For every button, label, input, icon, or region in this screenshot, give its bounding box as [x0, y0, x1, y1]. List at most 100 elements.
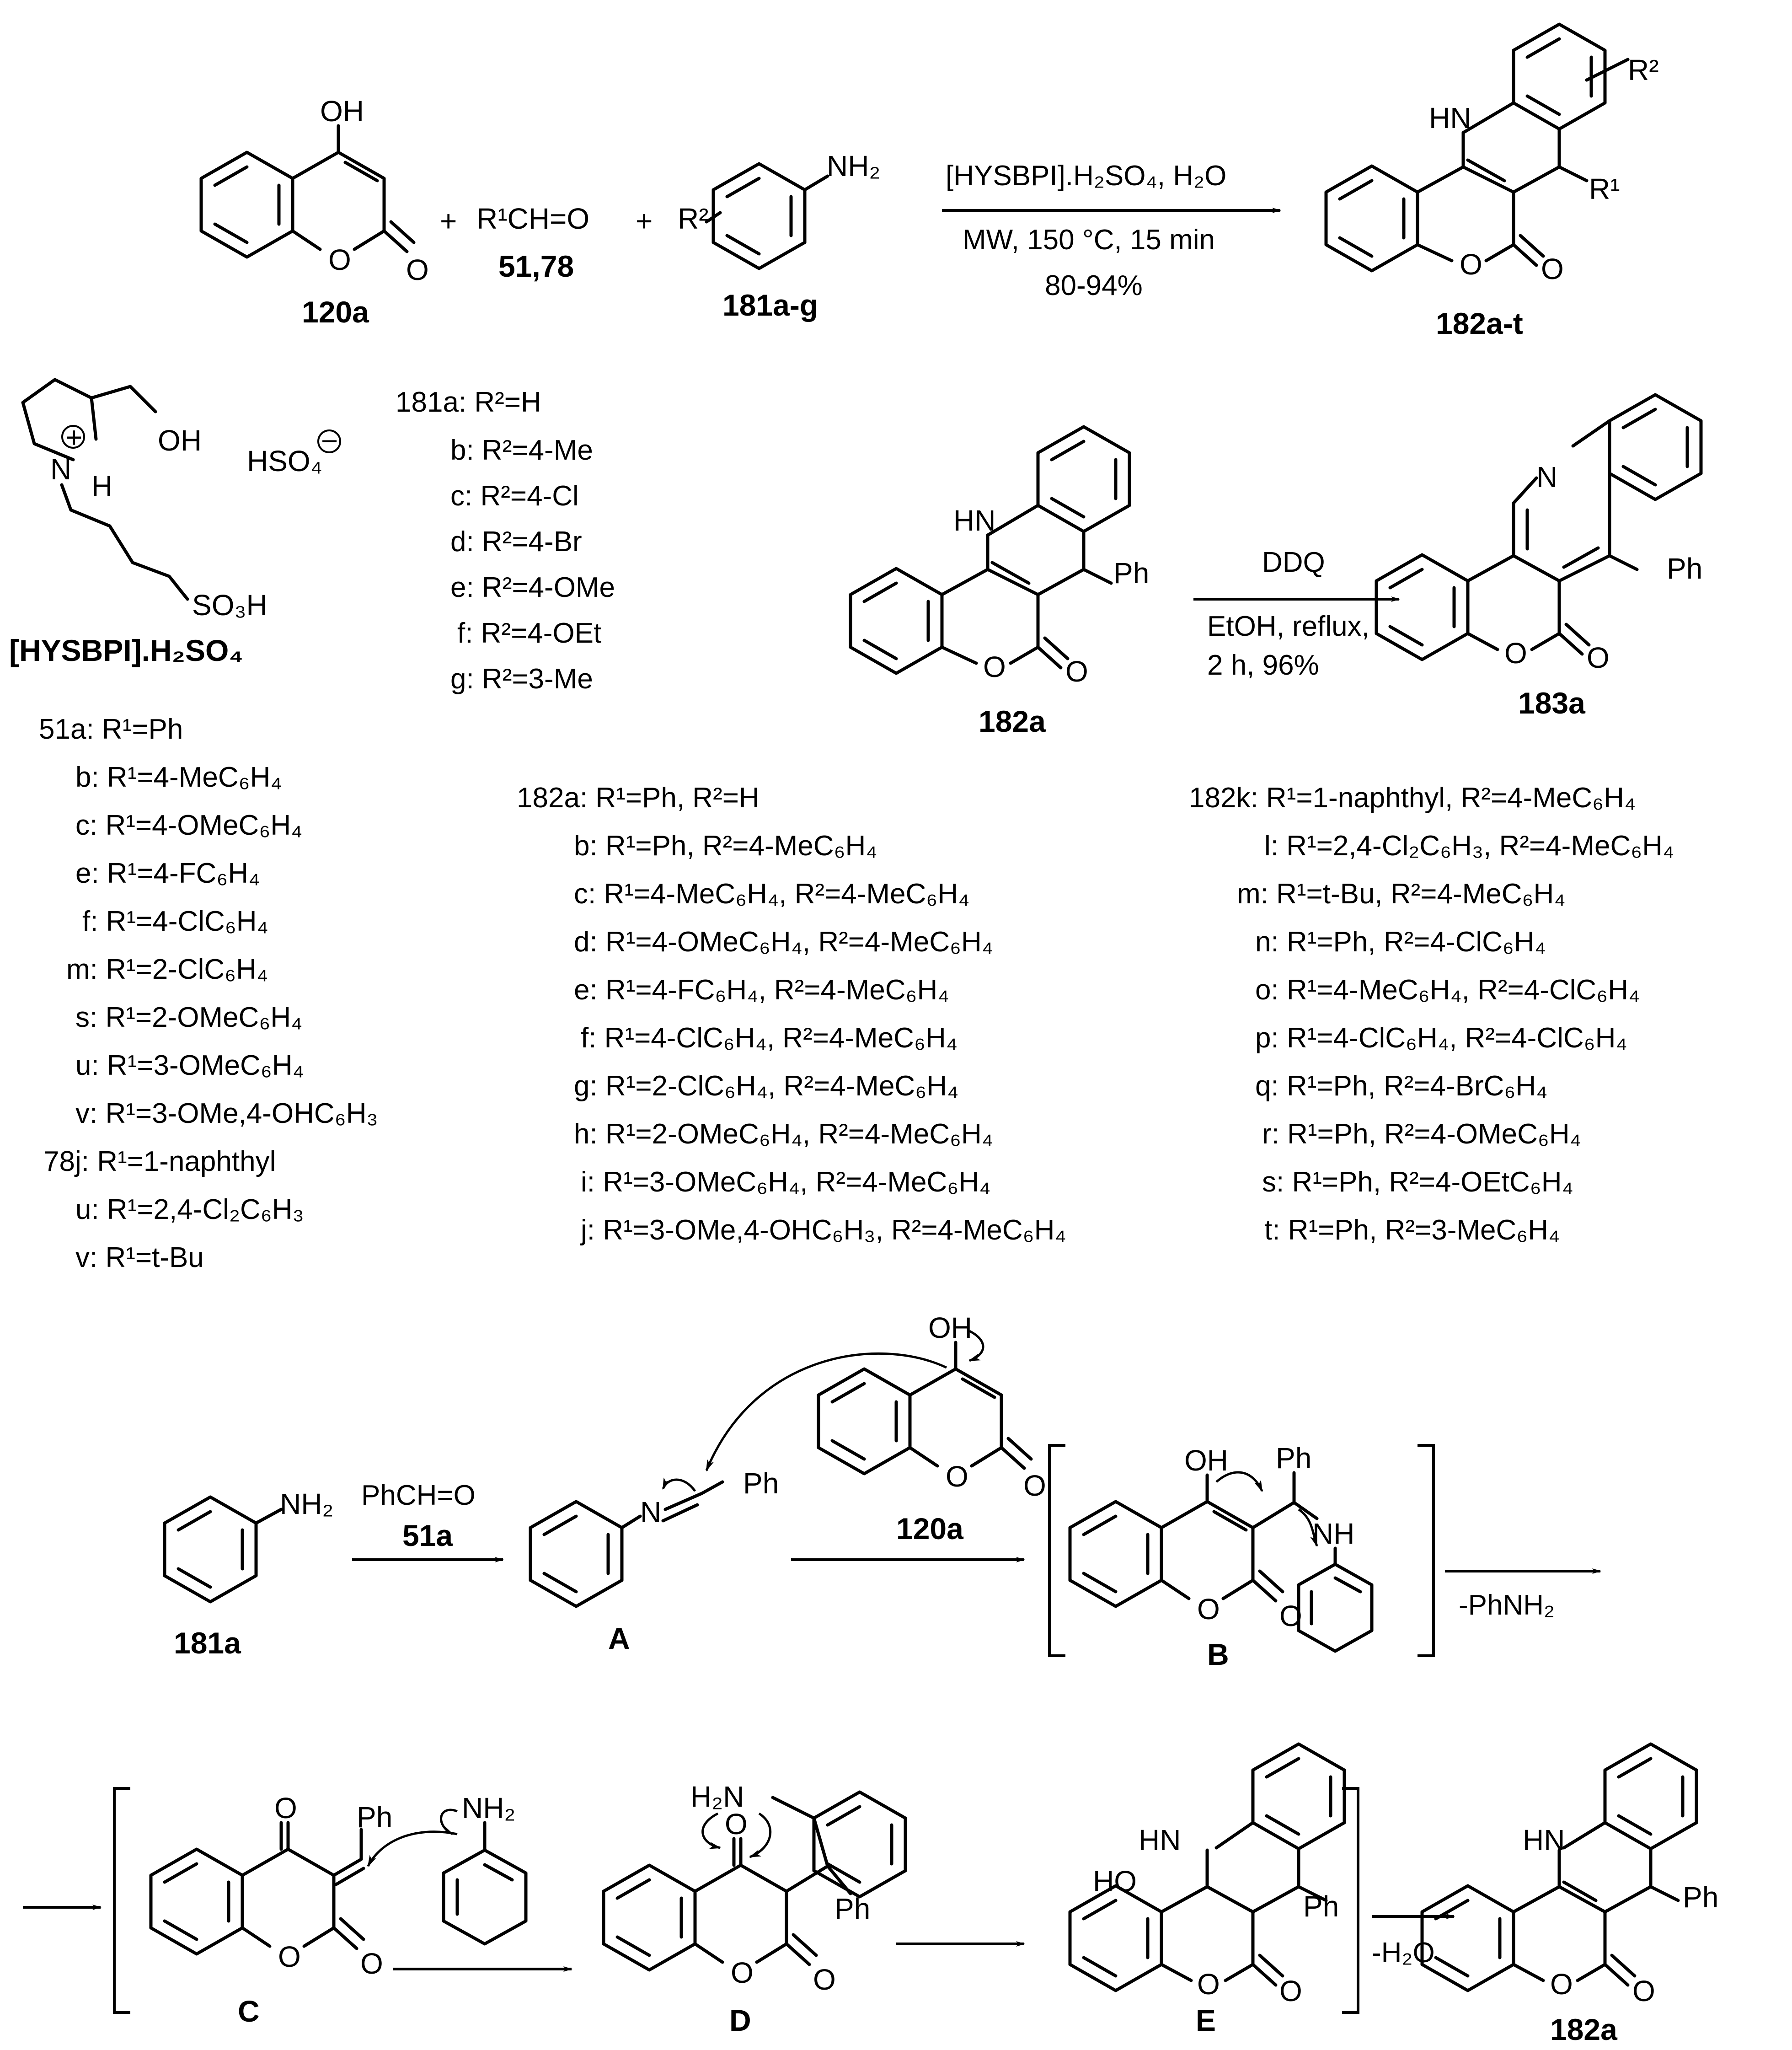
list-181-item: c: R²=4-Cl [450, 480, 579, 512]
list-182k-item: n: R¹=Ph, R²=4-ClC₆H₄ [1255, 926, 1546, 958]
p183-top-ring [1608, 393, 1703, 501]
d-ph: Ph [834, 1892, 870, 1925]
product-pyranone-ring [1416, 165, 1545, 267]
c-ring-o: O [278, 1940, 301, 1973]
c-pyrone-ring [241, 1847, 336, 1948]
compound-id-C: C [238, 1994, 260, 2028]
list-51-78: 51a: R¹=Ph b: R¹=4-MeC₆H₄ c: R¹=4-OMeC₆H… [39, 714, 378, 1273]
b-n-phenyl-ring [1297, 1546, 1374, 1653]
list-182a-item: e: R¹=4-FC₆H₄, R²=4-MeC₆H₄ [574, 974, 949, 1006]
catalyst-so3h: SO₃H [192, 589, 267, 622]
list-51-item: m: R¹=2-ClC₆H₄ [66, 954, 268, 985]
list-182k-item: p: R¹=4-ClC₆H₄, R²=4-ClC₆H₄ [1255, 1022, 1627, 1054]
d-o-top: O [725, 1808, 748, 1841]
d-curly-arrow-1 [701, 1812, 722, 1849]
catalyst-hso4: HSO₄ [247, 445, 322, 478]
list-181-item: b: R²=4-Me [450, 435, 593, 466]
list-182a-item: i: R¹=3-OMeC₆H₄, R²=4-MeC₆H₄ [581, 1166, 990, 1198]
mech-intermediate-C: O Ph O O C [113, 1787, 392, 2028]
f-middle-ring [1557, 1821, 1653, 1914]
pyrone-ring [291, 150, 386, 251]
mech-intermediate-B: OH Ph NH O O B [1048, 1442, 1435, 1671]
sm-ring-o: O [983, 650, 1006, 683]
compound-id-51a: 51a [402, 1519, 453, 1552]
p183-carbonyl-o: O [1587, 641, 1610, 674]
b-carbonyl [1251, 1569, 1284, 1603]
list-51-item: u: R¹=3-OMeC₆H₄ [75, 1050, 304, 1081]
plus-sign-2: + [636, 204, 653, 237]
f-benzo-ring [1420, 1884, 1515, 1992]
list-51-item: v: R¹=3-OMe,4-OHC₆H₃ [75, 1098, 378, 1129]
catalyst-condition: [HYSBPI].H₂SO₄, H₂O [946, 160, 1226, 192]
yield-condition: 80-94% [1045, 270, 1143, 301]
compound-id-182a-t: 182a-t [1436, 306, 1523, 340]
reactant-aniline: NH₂ R² 181a-g [678, 150, 880, 322]
mech-intermediate-E: HN HO Ph O O E [1068, 1742, 1359, 2037]
e-ph: Ph [1303, 1890, 1339, 1923]
sm-hn-label: HN [953, 504, 995, 537]
d-aryl-ring [771, 1790, 907, 1899]
mech-coumarin-carbonyl-o: O [1023, 1469, 1046, 1502]
b-curly-arrow-2 [1298, 1508, 1318, 1547]
list-182a-item: f: R¹=4-ClC₆H₄, R²=4-MeC₆H₄ [581, 1022, 958, 1054]
list-182k-item: q: R¹=Ph, R²=4-BrC₆H₄ [1255, 1070, 1547, 1102]
ethanol-reflux-condition: EtOH, reflux, [1207, 611, 1369, 642]
compound-id-183a: 183a [1518, 686, 1586, 720]
ddq-reagent: DDQ [1262, 547, 1325, 578]
butyl-chain [60, 483, 189, 601]
c-curly-arrow-2 [367, 1830, 458, 1868]
mech-coumarin-pyrone [908, 1367, 1003, 1468]
c-aniline-ring [442, 1821, 528, 1946]
c-carbonyls [279, 1821, 365, 1950]
compound-id-51-78: 51,78 [498, 249, 574, 283]
list-182a-item: j: R¹=3-OMe,4-OHC₆H₃, R²=4-MeC₆H₄ [580, 1214, 1066, 1246]
imine-curly-arrow [662, 1477, 696, 1492]
oh-label: OH [320, 95, 364, 128]
sm-middle-ring [986, 504, 1086, 596]
list-182k-t: 182k: R¹=1-naphthyl, R²=4-MeC₆H₄ l: R¹=2… [1189, 782, 1674, 1246]
list-51-item: u: R¹=2,4-Cl₂C₆H₃ [75, 1194, 304, 1225]
mech-intermediate-D: H₂N O Ph O O D [602, 1780, 907, 2037]
f-top-ring [1603, 1742, 1698, 1851]
p183-pyridine-ring [1512, 419, 1611, 583]
mech-coumarin-oh: OH [928, 1311, 972, 1344]
reactant-4-hydroxycoumarin: OH O O 120a [199, 95, 429, 329]
mech-aniline-nh2: NH₂ [280, 1487, 333, 1520]
list-182k-item: l: R¹=2,4-Cl₂C₆H₃, R²=4-MeC₆H₄ [1264, 830, 1674, 862]
d-benzo-ring [602, 1863, 697, 1972]
b-side-chain [1205, 1471, 1319, 1529]
microwave-condition: MW, 150 °C, 15 min [963, 224, 1215, 256]
b-carbonyl-o: O [1279, 1599, 1302, 1632]
p183-ring-o: O [1504, 637, 1527, 670]
list-182a-item: b: R¹=Ph, R²=4-MeC₆H₄ [574, 830, 877, 862]
p183-ph-label: Ph [1667, 552, 1702, 585]
sm-benzo-ring [849, 567, 944, 675]
reaction-arrow-1: [HYSBPI].H₂SO₄, H₂O MW, 150 °C, 15 min 8… [942, 160, 1281, 301]
compound-id-120a-mech: 120a [896, 1512, 964, 1546]
list-182a-item: g: R¹=2-ClC₆H₄, R²=4-MeC₆H₄ [574, 1070, 958, 1102]
list-182k-item: s: R¹=Ph, R²=4-OEtC₆H₄ [1262, 1166, 1573, 1198]
list-182k-item: t: R¹=Ph, R²=3-MeC₆H₄ [1264, 1214, 1560, 1246]
compound-id-182a-ox: 182a [979, 704, 1046, 738]
list-182k-item: o: R¹=4-MeC₆H₄, R²=4-ClC₆H₄ [1255, 974, 1640, 1006]
minus-charge: − [321, 424, 338, 457]
catalyst-h: H [91, 470, 112, 503]
imine-bonds [620, 1480, 724, 1529]
compound-id-E: E [1196, 2003, 1216, 2037]
product-hn-label: HN [1429, 102, 1471, 134]
mech-coumarin-ring-o: O [946, 1460, 968, 1493]
d-ring-o: O [731, 1956, 754, 1989]
r2-sub-bond [1585, 58, 1630, 82]
list-51-item: 51a: R¹=Ph [39, 714, 183, 745]
b-oh: OH [1184, 1444, 1228, 1477]
mech-imine-A: N Ph A [529, 1467, 779, 1655]
e-carbonyl-o: O [1279, 1975, 1302, 2007]
list-182a-item: c: R¹=4-MeC₆H₄, R²=4-MeC₆H₄ [574, 878, 969, 910]
compound-id-181a-g: 181a-g [722, 288, 818, 322]
list-51-item: b: R¹=4-MeC₆H₄ [75, 762, 282, 793]
b-ph: Ph [1276, 1442, 1311, 1475]
mech-aniline-nh2-bond [254, 1508, 283, 1525]
minus-charge-circle [317, 429, 341, 453]
c-o-top: O [274, 1792, 297, 1825]
